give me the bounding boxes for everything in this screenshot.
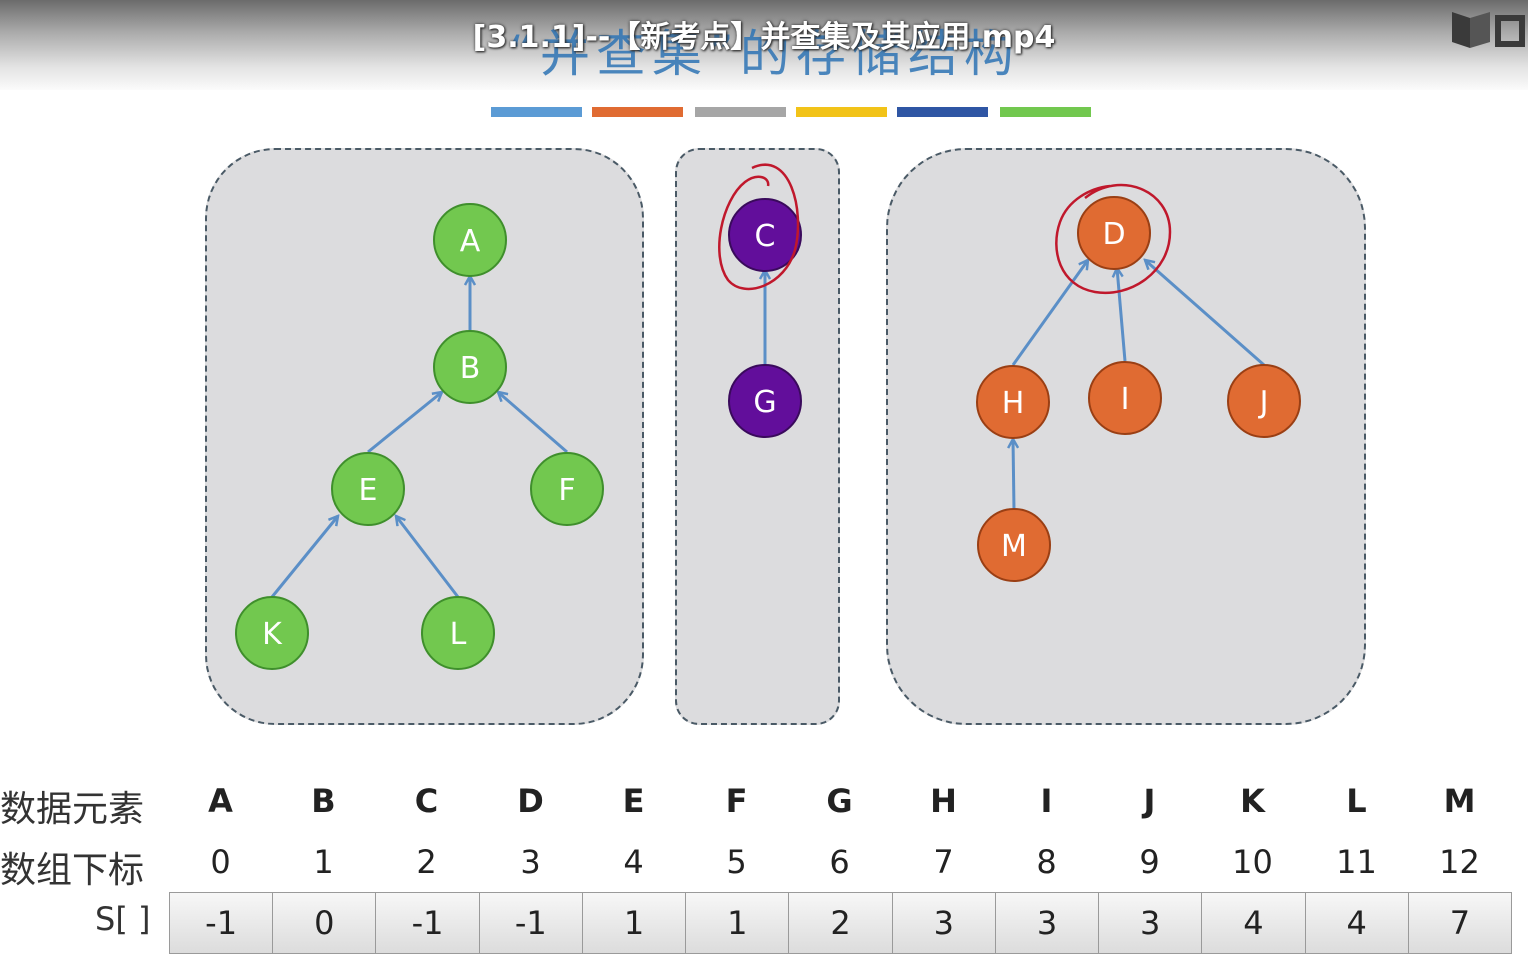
svg-text:I: I bbox=[1121, 382, 1130, 417]
s-array-cell: 7 bbox=[1408, 893, 1512, 953]
node-G: G bbox=[728, 364, 802, 438]
element-cell: H bbox=[930, 782, 957, 820]
index-cell: 7 bbox=[933, 843, 954, 881]
node-J: J bbox=[1227, 364, 1301, 438]
index-cell: 1 bbox=[313, 843, 334, 881]
node-K: K bbox=[235, 596, 309, 670]
element-cell: M bbox=[1443, 782, 1476, 820]
node-D: D bbox=[1077, 196, 1151, 270]
tree-edges bbox=[270, 260, 1265, 598]
index-cell: 11 bbox=[1336, 843, 1377, 881]
s-array-row: -1 0 -1 -1 1 1 2 3 3 3 4 4 7 bbox=[169, 892, 1512, 954]
color-strip-yellow bbox=[796, 107, 887, 117]
color-strip-gray bbox=[695, 107, 786, 117]
index-cell: 6 bbox=[829, 843, 850, 881]
index-cell: 3 bbox=[520, 843, 541, 881]
node-M: M bbox=[977, 508, 1051, 582]
s-array-cell: 4 bbox=[1202, 893, 1306, 953]
s-array-cell: 4 bbox=[1305, 893, 1409, 953]
svg-text:A: A bbox=[460, 224, 481, 259]
tree-nodes: A B E F K L C G D H I J M bbox=[235, 196, 1301, 670]
svg-text:D: D bbox=[1102, 217, 1125, 252]
element-cell: B bbox=[311, 782, 336, 820]
color-strip-navy bbox=[897, 107, 988, 117]
index-cell: 0 bbox=[210, 843, 231, 881]
index-cell: 4 bbox=[623, 843, 644, 881]
index-cell: 12 bbox=[1439, 843, 1480, 881]
element-cell: C bbox=[414, 782, 439, 820]
edge-J-D bbox=[1145, 260, 1265, 367]
color-strip-orange bbox=[592, 107, 683, 117]
element-cell: I bbox=[1040, 782, 1053, 820]
index-cell: 5 bbox=[726, 843, 747, 881]
s-array-cell: 2 bbox=[789, 893, 893, 953]
index-cell: 9 bbox=[1139, 843, 1160, 881]
element-cell: A bbox=[208, 782, 233, 820]
s-array-cell: 0 bbox=[273, 893, 377, 953]
node-I: I bbox=[1088, 361, 1162, 435]
node-C: C bbox=[728, 198, 802, 272]
svg-text:C: C bbox=[755, 219, 776, 254]
s-array-cell: 1 bbox=[582, 893, 687, 953]
element-row-label: 数据元素 bbox=[0, 789, 145, 830]
node-F: F bbox=[530, 452, 604, 526]
svg-text:B: B bbox=[460, 351, 481, 386]
s-array-cell: 3 bbox=[892, 893, 996, 953]
svg-text:K: K bbox=[262, 617, 283, 652]
node-B: B bbox=[433, 330, 507, 404]
edge-K-E bbox=[270, 516, 338, 598]
element-cell: L bbox=[1346, 782, 1367, 820]
element-cell: K bbox=[1240, 782, 1265, 820]
edge-F-B bbox=[498, 392, 568, 454]
edge-M-H bbox=[1013, 439, 1014, 511]
element-cell: J bbox=[1143, 782, 1156, 820]
index-cell: 2 bbox=[416, 843, 437, 881]
s-array-cell: -1 bbox=[376, 893, 480, 953]
root-circle-C bbox=[718, 163, 800, 291]
element-cell: D bbox=[517, 782, 544, 820]
svg-text:H: H bbox=[1002, 386, 1025, 421]
svg-text:G: G bbox=[753, 385, 776, 420]
player-logo-icon[interactable] bbox=[1448, 8, 1528, 56]
element-cell: G bbox=[826, 782, 853, 820]
video-title: [3.1.1]--【新考点】并查集及其应用.mp4 bbox=[472, 20, 1056, 55]
s-array-cell: 3 bbox=[995, 893, 1100, 953]
node-E: E bbox=[331, 452, 405, 526]
s-array-label: S[ ] bbox=[95, 900, 151, 938]
edge-L-E bbox=[396, 516, 460, 598]
svg-text:F: F bbox=[558, 473, 575, 508]
root-circle-D bbox=[1055, 183, 1172, 295]
s-array-cell: -1 bbox=[479, 893, 583, 953]
slide-title: “并查集”的存储结构 bbox=[508, 25, 1020, 83]
s-array-cell: 1 bbox=[686, 893, 790, 953]
s-array-cell: -1 bbox=[170, 893, 274, 953]
node-H: H bbox=[976, 365, 1050, 439]
element-cell: E bbox=[622, 782, 645, 820]
index-cell: 10 bbox=[1232, 843, 1273, 881]
svg-text:L: L bbox=[450, 617, 467, 652]
edge-E-B bbox=[367, 392, 442, 454]
edge-H-D bbox=[1011, 260, 1088, 366]
color-strip-blue bbox=[491, 107, 582, 117]
svg-text:J: J bbox=[1258, 385, 1269, 420]
element-cell: F bbox=[725, 782, 748, 820]
index-row-label: 数组下标 bbox=[0, 850, 145, 891]
video-title-bar bbox=[0, 0, 1528, 90]
node-A: A bbox=[433, 203, 507, 277]
node-L: L bbox=[421, 596, 495, 670]
svg-text:M: M bbox=[1001, 529, 1027, 564]
svg-text:E: E bbox=[359, 473, 378, 508]
s-array-cell: 3 bbox=[1099, 893, 1203, 953]
handwritten-annotations bbox=[718, 163, 1172, 295]
edge-I-D bbox=[1117, 268, 1127, 362]
color-strip-green bbox=[1000, 107, 1091, 117]
index-cell: 8 bbox=[1036, 843, 1057, 881]
